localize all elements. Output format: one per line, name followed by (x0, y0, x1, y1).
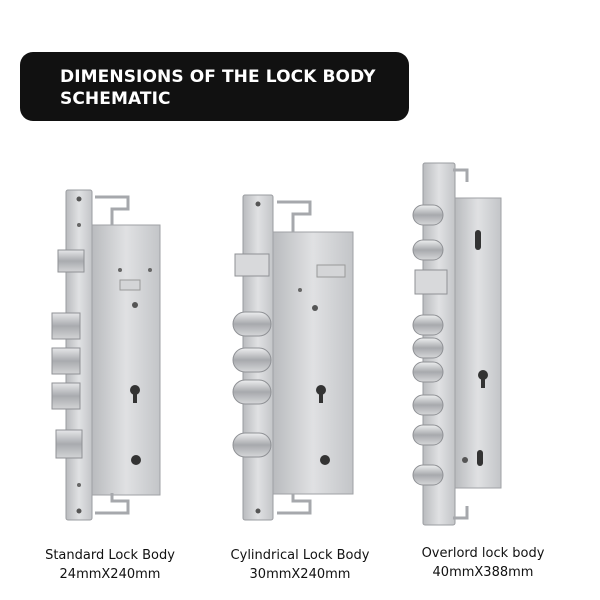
caption-cylindrical: Cylindrical Lock Body 30mmX240mm (208, 546, 392, 584)
caption-standard: Standard Lock Body 24mmX240mm (20, 546, 200, 584)
title-banner: DIMENSIONS OF THE LOCK BODY SCHEMATIC (20, 52, 409, 121)
cylindrical-name: Cylindrical Lock Body (230, 548, 370, 563)
banner-title: DIMENSIONS OF THE LOCK BODY SCHEMATIC (60, 67, 376, 109)
caption-overlord: Overlord lock body 40mmX388mm (398, 544, 568, 582)
overlord-lock-image (405, 160, 515, 530)
standard-name: Standard Lock Body (45, 548, 175, 563)
standard-lock-image (40, 185, 180, 525)
overlord-size: 40mmX388mm (432, 565, 534, 580)
standard-size: 24mmX240mm (59, 567, 161, 582)
cylindrical-size: 30mmX240mm (249, 567, 351, 582)
overlord-name: Overlord lock body (421, 546, 545, 561)
cylindrical-lock-image (225, 190, 365, 525)
